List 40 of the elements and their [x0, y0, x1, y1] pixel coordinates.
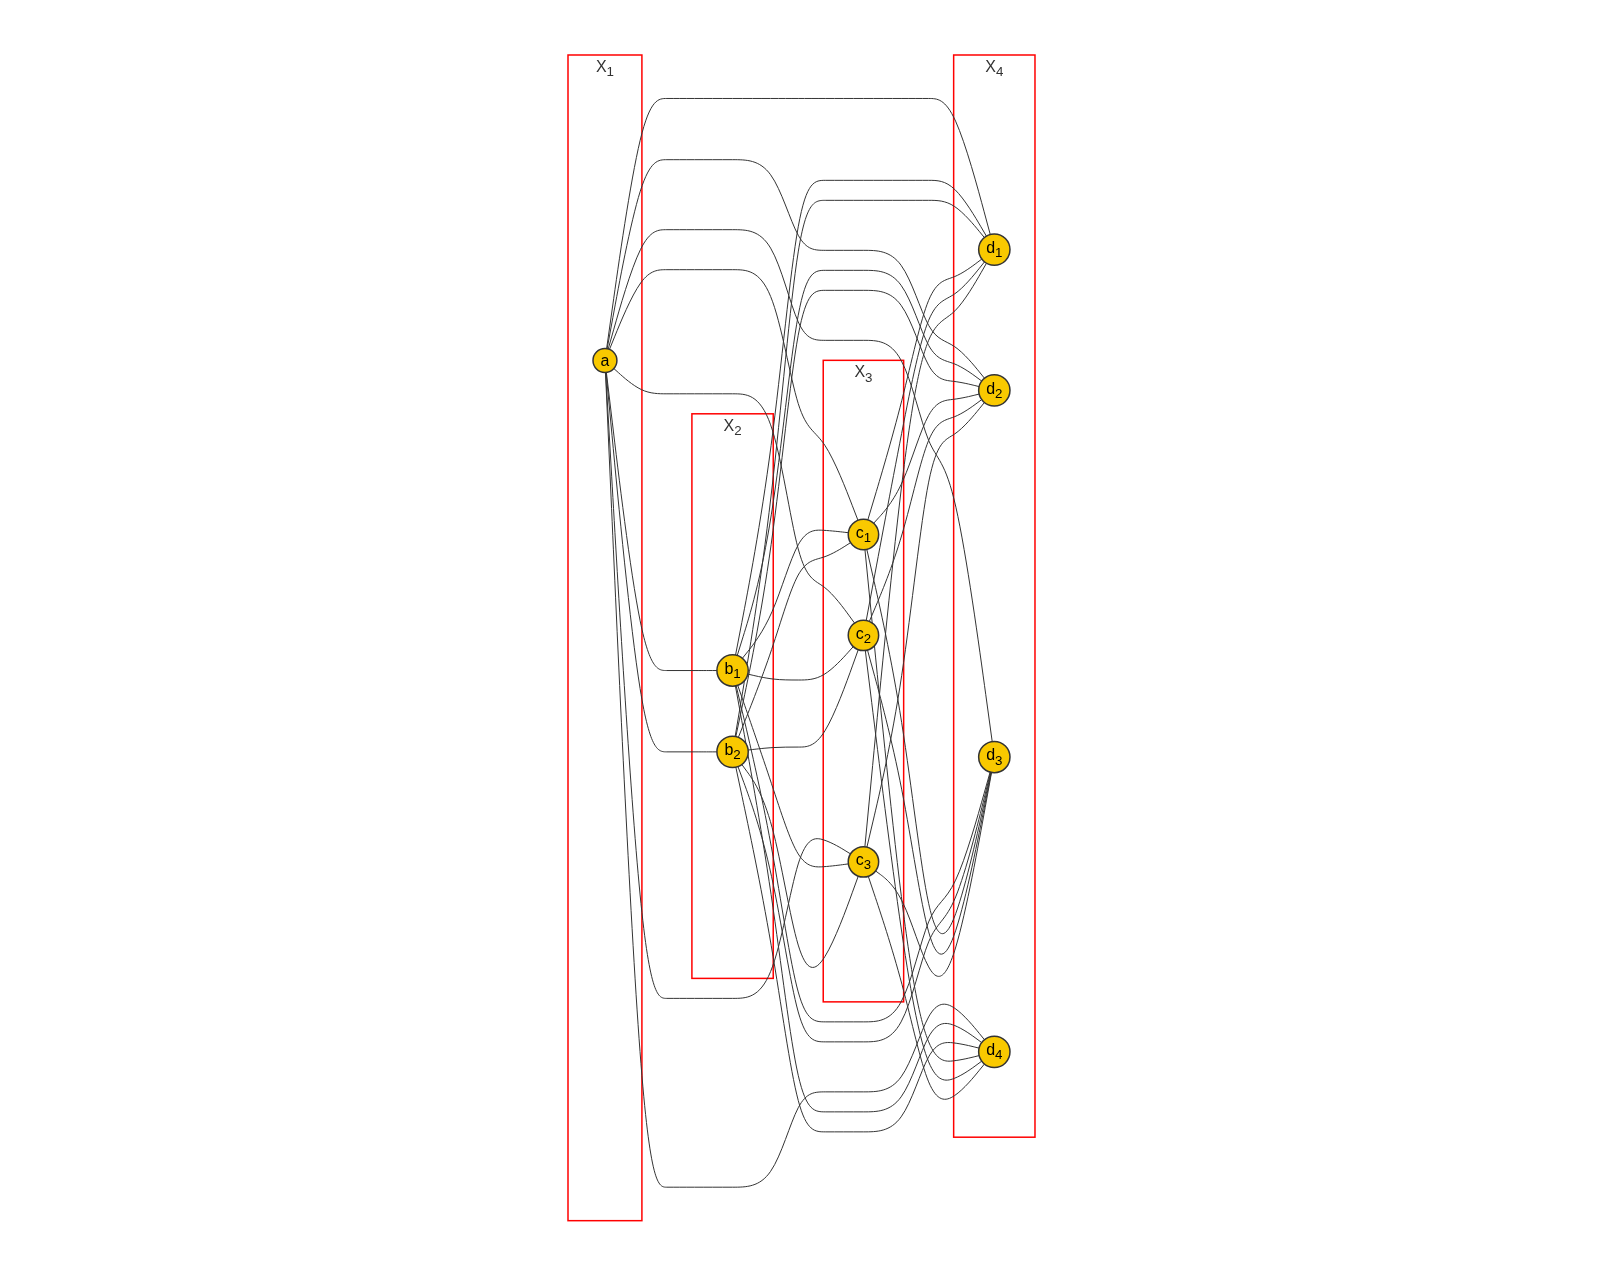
node-circle: a	[591, 348, 618, 374]
connector	[605, 98, 991, 350]
connector	[737, 766, 991, 1043]
connector	[604, 372, 851, 1000]
node-circle: b$_{2}$	[715, 735, 749, 769]
connector	[868, 399, 982, 622]
connector	[612, 368, 855, 624]
connector	[605, 372, 717, 753]
connector	[734, 180, 987, 656]
node-circle: d$_{3}$	[977, 740, 1011, 774]
connector	[867, 875, 985, 1100]
connector	[608, 269, 858, 521]
connector	[604, 372, 985, 1188]
connector	[747, 649, 859, 751]
node-circle: c$_{2}$	[847, 619, 879, 652]
connector	[866, 258, 982, 521]
connector	[735, 685, 991, 1023]
connector	[737, 542, 851, 738]
connector	[607, 229, 993, 743]
connector	[734, 290, 980, 738]
node-circle: c$_{3}$	[847, 846, 879, 878]
node-circle: d$_{2}$	[977, 374, 1011, 407]
connector	[865, 261, 985, 622]
node-circle: b$_{1}$	[715, 654, 749, 688]
connector	[865, 402, 985, 848]
connector	[874, 772, 992, 977]
connector	[606, 159, 985, 379]
connector	[734, 685, 982, 1113]
connector	[736, 270, 982, 657]
connector	[734, 200, 985, 738]
connector	[741, 529, 849, 659]
node-circle: d$_{4}$	[977, 1035, 1011, 1069]
connector	[865, 548, 991, 935]
connector	[740, 764, 859, 969]
connector	[736, 685, 849, 868]
connector	[863, 262, 987, 848]
node-circle: c$_{1}$	[847, 518, 879, 551]
connector	[866, 649, 992, 955]
node-circle: d$_{1}$	[977, 233, 1011, 267]
connector	[864, 650, 982, 1081]
